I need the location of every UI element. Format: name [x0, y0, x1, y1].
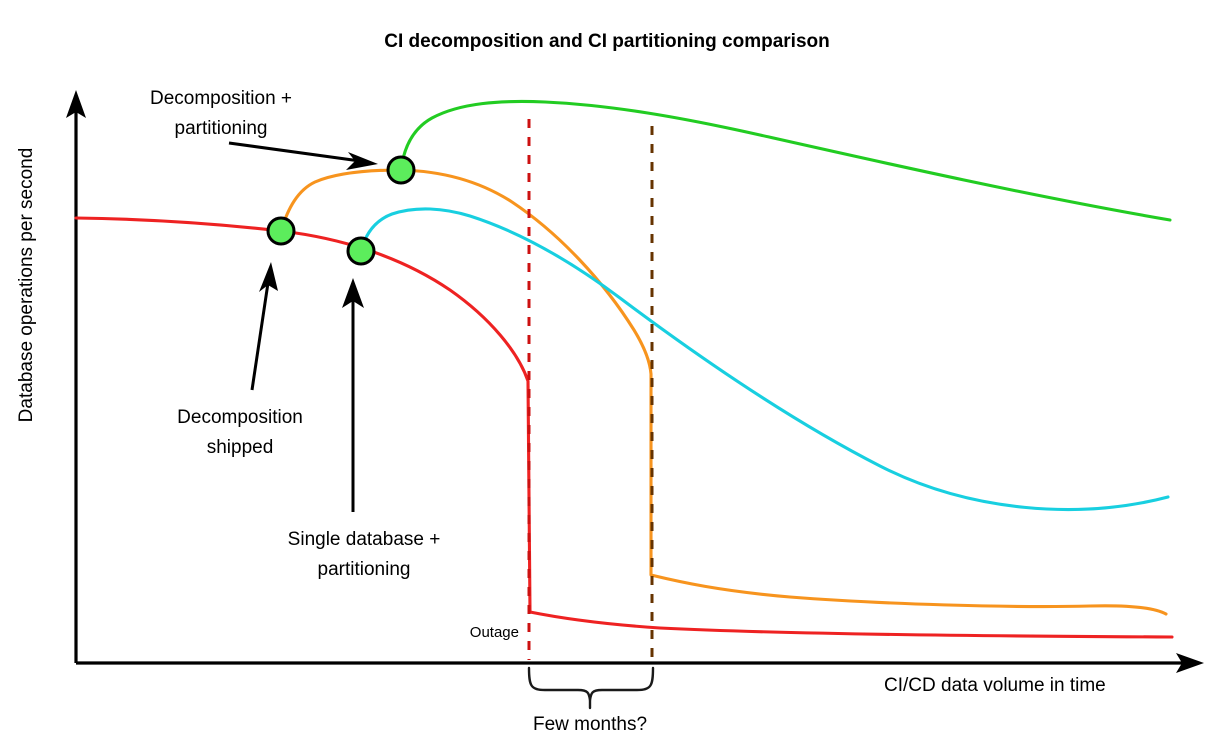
- y-axis-label: Database operations per second: [16, 148, 37, 423]
- marker-decomposition-partitioning[interactable]: [386, 155, 416, 185]
- annot-decomp-part-line1: Decomposition +: [150, 88, 292, 109]
- annot-decomp-part-arrow-line: [228, 141, 361, 163]
- annot-few-months-label: Few months?: [533, 714, 647, 735]
- annot-single-db-line2: partitioning: [318, 559, 411, 580]
- curve-single-database: [74, 216, 1174, 639]
- annot-outage-label: Outage: [470, 624, 519, 641]
- annot-single-db-arrow-icon: [342, 278, 364, 308]
- annot-decomp-part-line2: partitioning: [175, 118, 268, 139]
- annot-single-db-line1: Single database +: [288, 529, 441, 550]
- x-axis-label: CI/CD data volume in time: [884, 675, 1106, 696]
- x-axis-arrow-icon: [1176, 653, 1204, 673]
- curve-decomposition-partitioning-green: [399, 99, 1172, 222]
- brace-icon: [527, 666, 655, 702]
- annot-decomp-shipped-arrow-icon: [259, 262, 278, 292]
- marker-decomposition-shipped[interactable]: [266, 216, 296, 246]
- annotation-decomposition-partitioning: Decomposition + partitioning: [150, 88, 378, 170]
- chart-title: CI decomposition and CI partitioning com…: [384, 31, 829, 52]
- annotation-single-database-partitioning: Single database + partitioning: [288, 278, 441, 580]
- annot-decomp-shipped-arrow-line: [250, 282, 270, 391]
- annot-decomp-shipped-line1: Decomposition: [177, 407, 303, 428]
- curve-decomposition-partitioning-orange: [279, 168, 1168, 616]
- marker-single-database-partitioning[interactable]: [346, 236, 376, 266]
- curve-single-database-partitioning: [359, 207, 1170, 511]
- y-axis-arrow-icon: [66, 90, 86, 118]
- annotation-few-months: Few months?: [527, 666, 655, 735]
- axes-group: [66, 90, 1204, 673]
- annot-decomp-shipped-line2: shipped: [207, 437, 274, 458]
- annot-decomp-part-arrow-icon: [346, 152, 378, 170]
- annotation-decomposition-shipped: Decomposition shipped: [177, 262, 303, 458]
